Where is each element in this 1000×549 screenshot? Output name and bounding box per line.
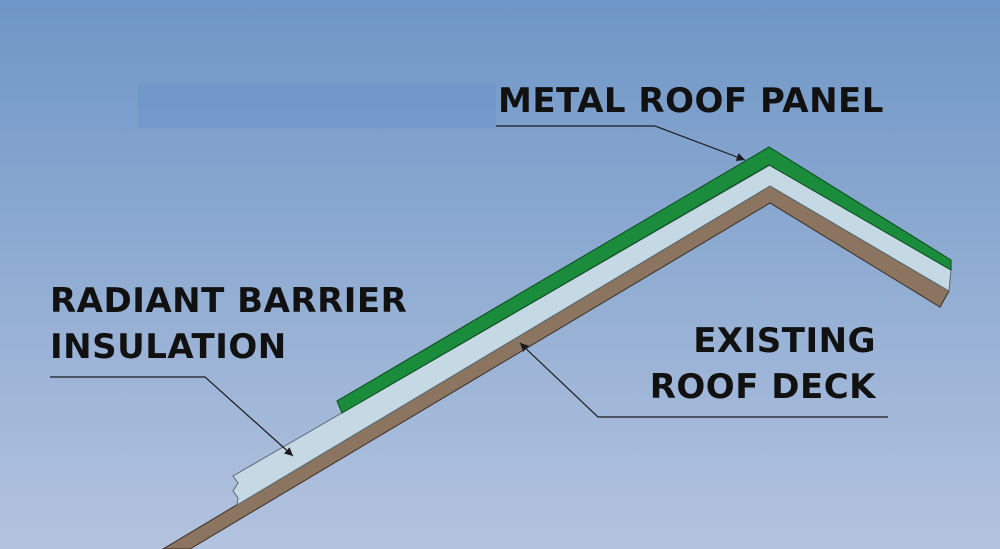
metal-roof-panel-layer [336,146,952,414]
leader-metal-roof-panel [496,125,746,161]
existing-roof-deck-line-1: EXISTING [693,321,876,361]
radiant-barrier-label: RADIANT BARRIER INSULATION [50,278,407,370]
existing-roof-deck-label: EXISTING ROOF DECK [650,318,876,410]
title-band [138,84,496,128]
leader-existing-roof-deck [519,342,888,418]
leader-radiant-barrier [50,376,294,457]
existing-roof-deck-line-2: ROOF DECK [649,367,876,407]
radiant-barrier-line-2: INSULATION [50,327,287,367]
metal-roof-panel-label: METAL ROOF PANEL [498,78,884,124]
metal-roof-panel-text: METAL ROOF PANEL [498,81,884,121]
radiant-barrier-line-1: RADIANT BARRIER [50,281,408,321]
